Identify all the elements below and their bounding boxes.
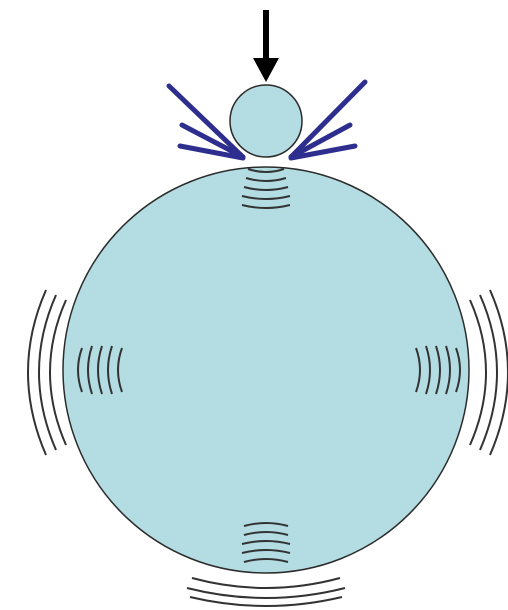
large-sphere (63, 167, 469, 573)
external-wave-bottom (187, 578, 345, 606)
external-wave-left (28, 290, 66, 455)
external-wave-right (470, 290, 508, 455)
small-sphere (230, 85, 302, 157)
down-arrow-icon (253, 10, 279, 82)
